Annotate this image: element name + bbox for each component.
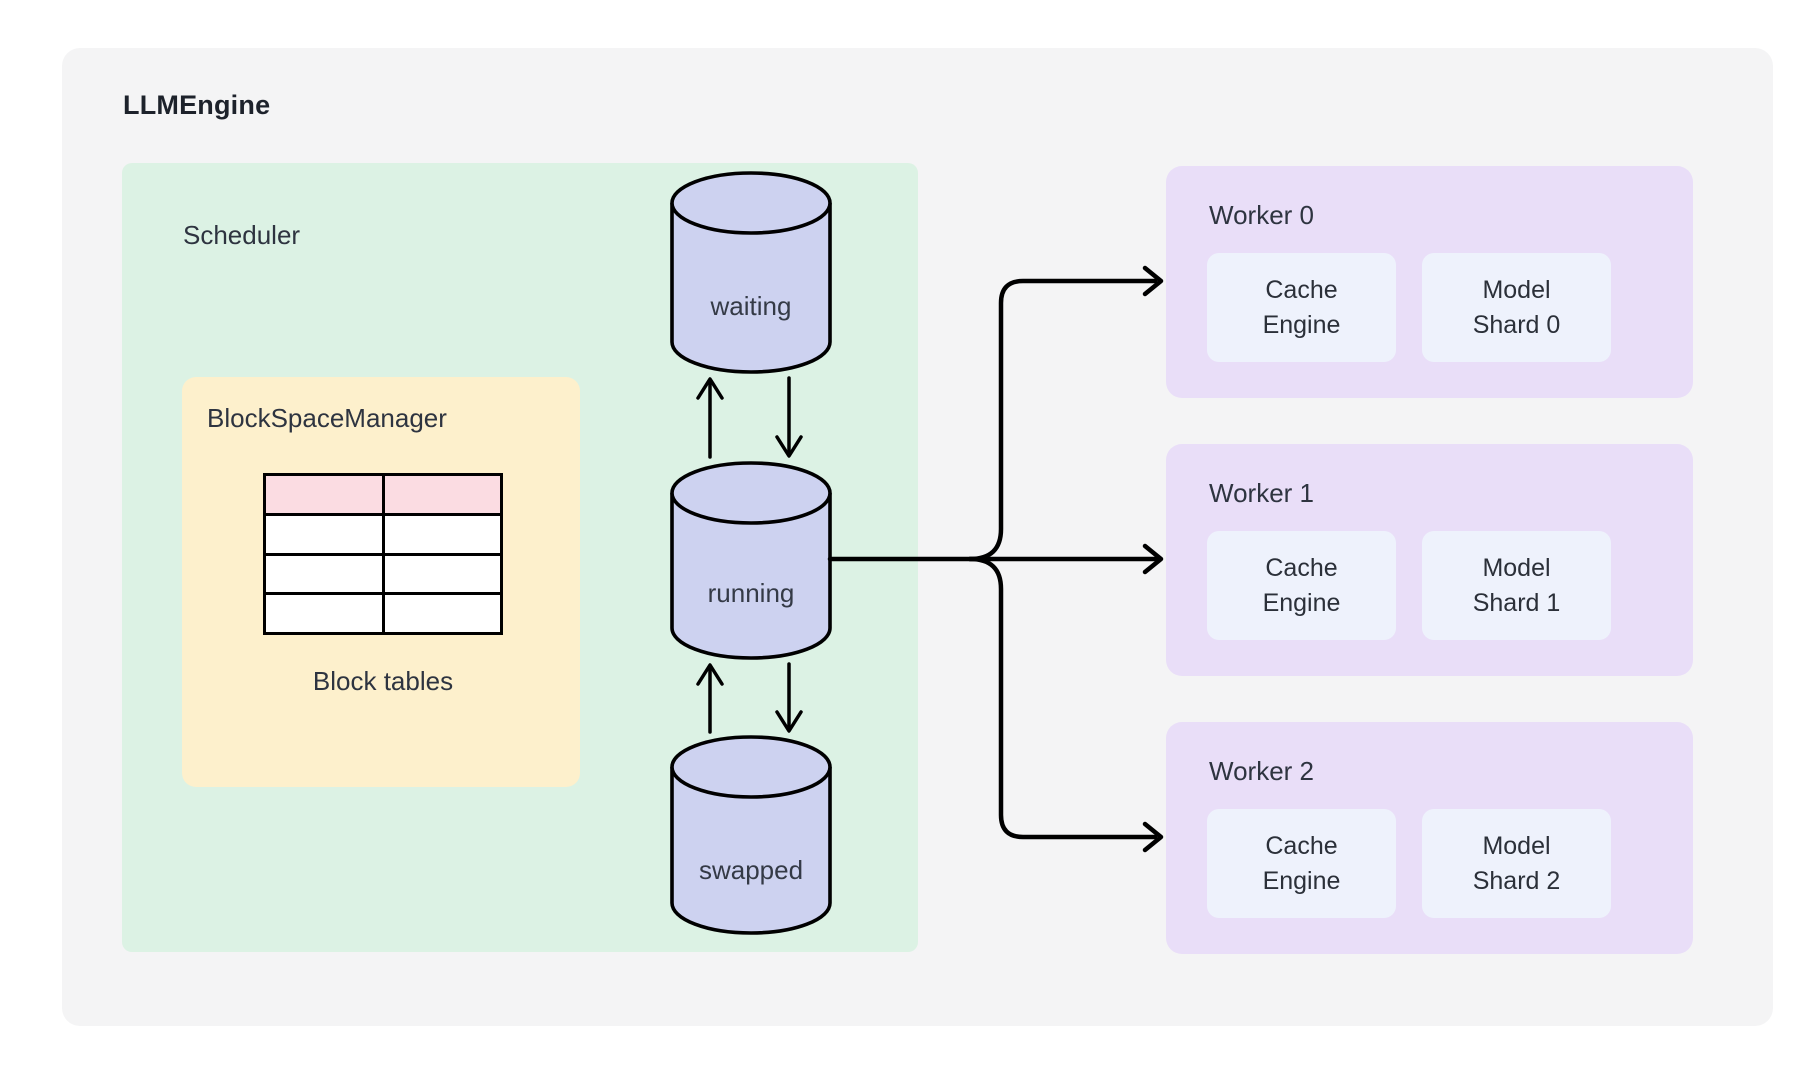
worker-card-0: Worker 0 Cache Engine Model Shard 0 [1166, 166, 1693, 398]
block-table-cell [384, 555, 500, 593]
worker-0-cache-engine-box: Cache Engine [1207, 253, 1396, 362]
worker-1-model-shard-box: Model Shard 1 [1422, 531, 1611, 640]
worker-2-cache-engine-box: Cache Engine [1207, 809, 1396, 918]
worker-0-model-shard-box: Model Shard 0 [1422, 253, 1611, 362]
queue-label-swapped: swapped [698, 855, 804, 885]
worker-0-label: Worker 0 [1209, 200, 1314, 230]
worker-1-label: Worker 1 [1209, 478, 1314, 508]
block-table [263, 473, 503, 635]
block-table-cell [384, 515, 500, 553]
scheduler-label: Scheduler [183, 220, 301, 250]
llm-engine-title: LLMEngine [123, 90, 271, 120]
block-table-cell [266, 555, 382, 593]
block-tables-caption: Block tables [312, 666, 454, 696]
block-table-cell [266, 515, 382, 553]
worker-card-1: Worker 1 Cache Engine Model Shard 1 [1166, 444, 1693, 676]
block-table-cell [384, 476, 500, 513]
worker-2-label: Worker 2 [1209, 756, 1314, 786]
queue-label-running: running [707, 578, 795, 608]
worker-card-2: Worker 2 Cache Engine Model Shard 2 [1166, 722, 1693, 954]
worker-1-cache-engine-box: Cache Engine [1207, 531, 1396, 640]
block-space-manager-label: BlockSpaceManager [207, 403, 447, 433]
worker-2-model-shard-box: Model Shard 2 [1422, 809, 1611, 918]
block-table-cell [384, 595, 500, 632]
block-table-cell [266, 476, 382, 513]
block-table-cell [266, 595, 382, 632]
queue-label-waiting: waiting [710, 291, 792, 321]
